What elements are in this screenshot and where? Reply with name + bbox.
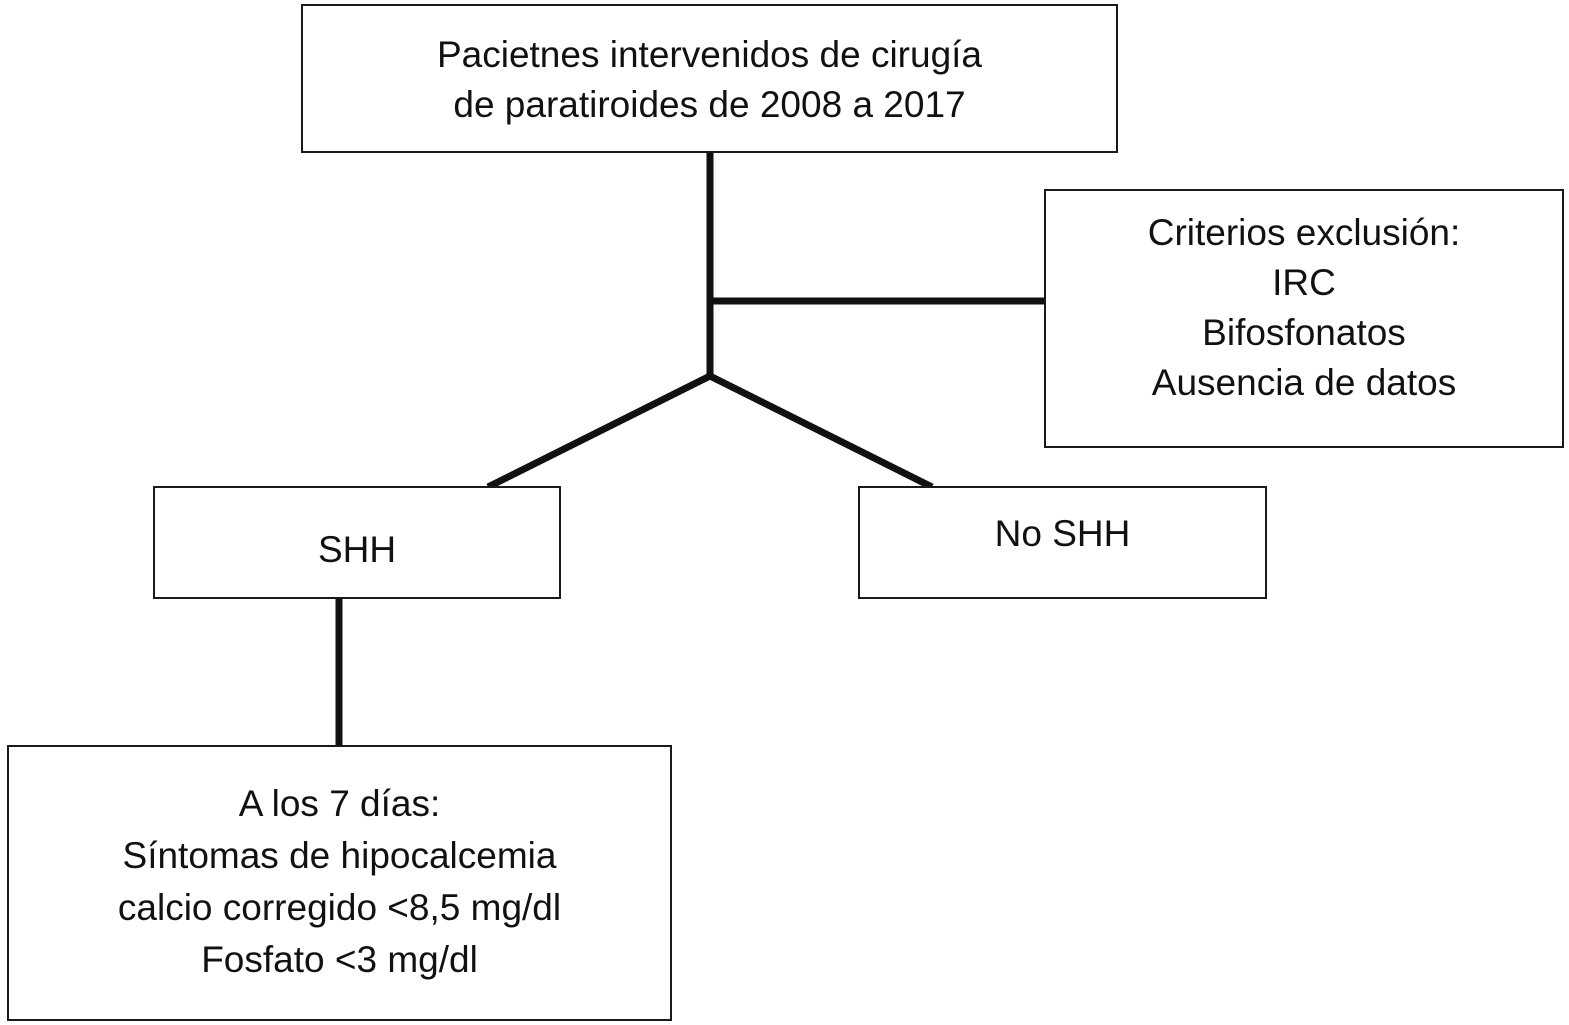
patients-line-2: de paratiroides de 2008 a 2017	[453, 84, 966, 125]
patients-box: Pacietnes intervenidos de cirugía de par…	[301, 4, 1118, 153]
patients-line-1: Pacietnes intervenidos de cirugía	[436, 34, 983, 75]
exclusion-item-ausencia-datos: Ausencia de datos	[1151, 362, 1457, 403]
exclusion-criteria-box: Criterios exclusión: IRC Bifosfonatos Au…	[1044, 189, 1564, 448]
followup-item-phosphate: Fosfato <3 mg/dl	[201, 939, 478, 980]
shh-box: SHH	[153, 486, 561, 599]
followup-criteria-box: A los 7 días: Síntomas de hipocalcemia c…	[7, 745, 672, 1021]
exclusion-item-irc: IRC	[1272, 262, 1336, 303]
shh-label: SHH	[317, 529, 397, 570]
followup-item-symptoms: Síntomas de hipocalcemia	[122, 835, 557, 876]
connector-split-to-no-shh	[708, 372, 934, 491]
followup-item-calcium: calcio corregido <8,5 mg/dl	[117, 887, 562, 928]
no-shh-label: No SHH	[994, 513, 1131, 554]
exclusion-title: Criterios exclusión:	[1147, 212, 1461, 253]
no-shh-box: No SHH	[858, 486, 1267, 599]
exclusion-item-bifosfonatos: Bifosfonatos	[1202, 312, 1406, 353]
followup-title: A los 7 días:	[238, 783, 441, 824]
connector-split-to-shh	[486, 372, 712, 491]
